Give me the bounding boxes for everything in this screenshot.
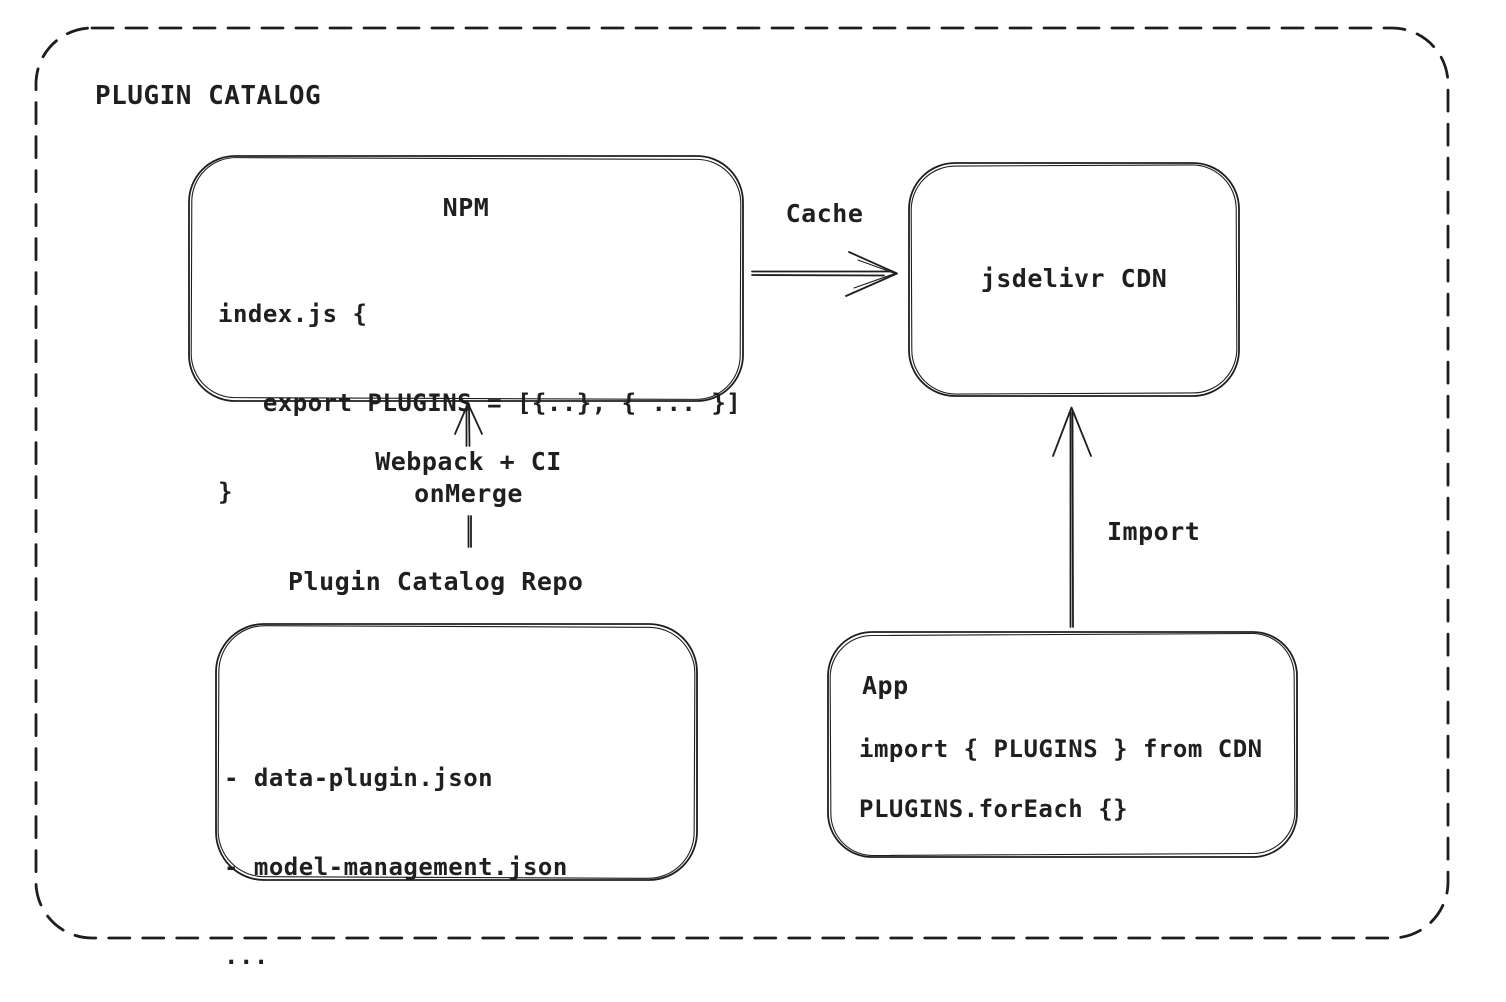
build-arrow (455, 404, 482, 447)
cache-arrow-label: Cache (785, 199, 864, 228)
app-code-line: import { PLUGINS } from CDN (859, 735, 1263, 763)
repo-box-outline (216, 624, 697, 880)
npm-box-outline (189, 156, 743, 401)
app-code-line: PLUGINS.forEach {} (859, 795, 1129, 823)
cdn-node-label: jsdelivr CDN (980, 264, 1168, 293)
cdn-box-outline (909, 163, 1239, 396)
npm-code-line: export PLUGINS = [{..}, { ... }] (218, 389, 742, 417)
import-arrow-label: Import (1107, 517, 1201, 546)
npm-code-block: index.js { export PLUGINS = [{..}, { ...… (218, 242, 741, 565)
build-arrow-label-line1: Webpack + CI (375, 447, 562, 476)
repo-node-heading: Plugin Catalog Repo (288, 567, 584, 596)
diagram-title: PLUGIN CATALOG (95, 81, 322, 111)
repo-build-connector-line (469, 516, 472, 547)
npm-node-title: NPM (442, 193, 490, 222)
app-box-outline (828, 632, 1297, 857)
repo-file-item: - model-management.json (224, 853, 568, 881)
repo-file-item: ... (224, 942, 269, 970)
npm-code-line: } (218, 478, 233, 506)
import-arrow (1053, 408, 1091, 628)
plugin-catalog-dashed-border (36, 28, 1448, 938)
build-arrow-label-line2: onMerge (414, 479, 523, 508)
repo-file-item: - data-plugin.json (224, 764, 494, 792)
repo-file-list: - data-plugin.json - model-management.js… (224, 706, 568, 1002)
cache-arrow (752, 252, 897, 296)
app-node-title: App (862, 671, 909, 700)
npm-code-line: index.js { (218, 300, 368, 328)
